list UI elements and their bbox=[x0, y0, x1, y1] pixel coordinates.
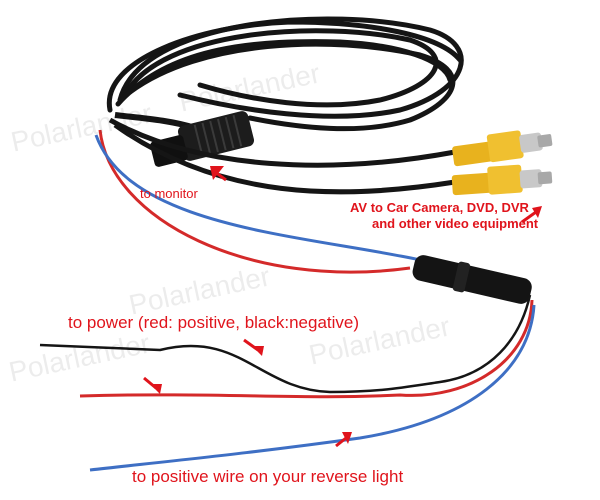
black-ground-wire bbox=[39, 294, 532, 394]
cable-coil bbox=[106, 16, 464, 132]
rca-plug-bottom bbox=[451, 164, 553, 196]
blue-wire-upper bbox=[94, 134, 431, 264]
fuse-holder bbox=[412, 255, 532, 304]
annotation-arrows bbox=[143, 166, 542, 448]
av-cables bbox=[108, 117, 456, 195]
arrow-av bbox=[521, 206, 542, 224]
arrow-red-wire bbox=[143, 376, 162, 394]
blue-reverse-wire bbox=[89, 304, 536, 472]
arrow-monitor bbox=[210, 166, 227, 182]
rca-plug-top bbox=[452, 130, 553, 167]
monitor-label: to monitor bbox=[140, 186, 198, 201]
red-power-wire bbox=[79, 299, 534, 399]
red-wire-upper bbox=[98, 129, 411, 274]
power-label: to power (red: positive, black:negative) bbox=[68, 313, 360, 332]
av-label-line2: and other video equipment bbox=[372, 216, 539, 231]
arrow-power bbox=[243, 338, 264, 356]
reverse-label: to positive wire on your reverse light bbox=[132, 467, 404, 486]
monitor-connector bbox=[150, 111, 255, 167]
arrow-blue-wire bbox=[335, 432, 352, 448]
av-label-line1: AV to Car Camera, DVD, DVR bbox=[350, 200, 529, 215]
